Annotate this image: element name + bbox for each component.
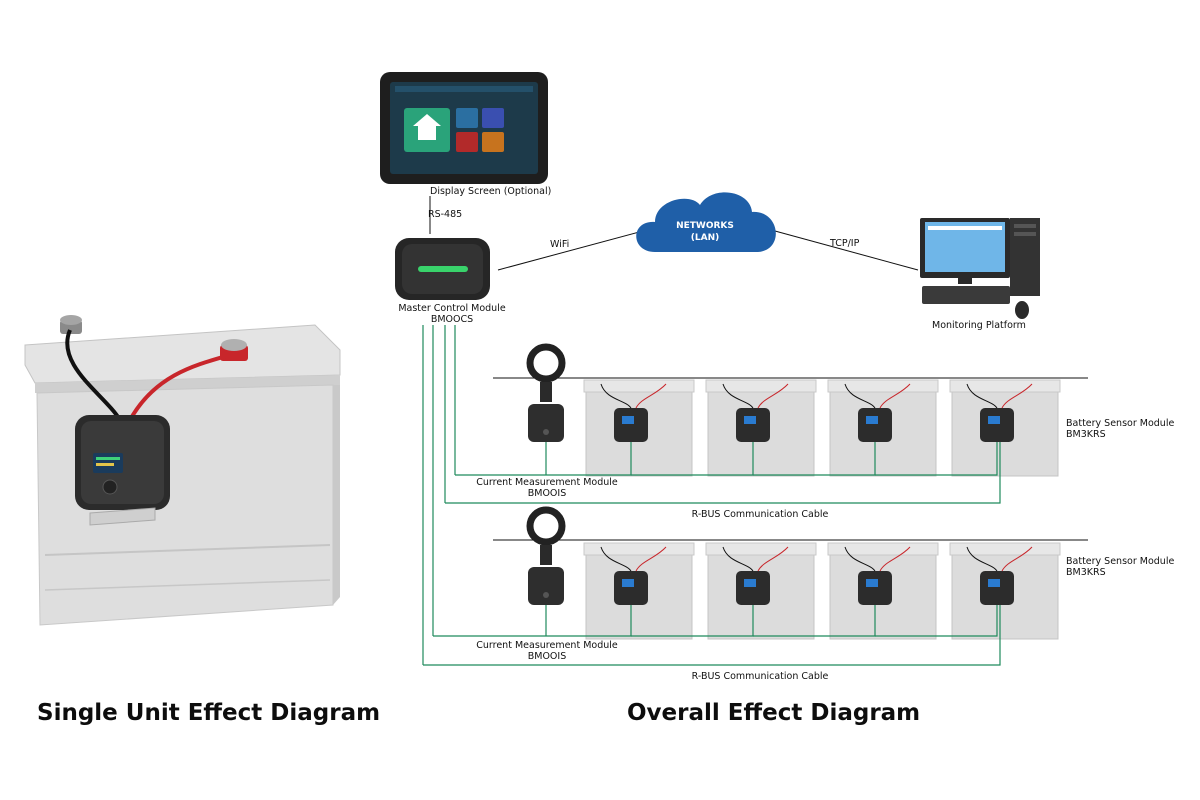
sensor-module-model-row-2: BM3KRS	[1066, 567, 1106, 578]
battery-group-row-2	[583, 542, 1061, 640]
current-module-model-row-2: BMOOIS	[527, 651, 567, 662]
overall-title: Overall Effect Diagram	[627, 700, 921, 726]
sensor-module-model-row-1: BM3KRS	[1066, 429, 1106, 440]
current-clamp-icon	[526, 343, 566, 442]
cloud-label-1: NETWORKS	[676, 221, 734, 231]
monitoring-platform-label: Monitoring Platform	[932, 320, 1026, 331]
network-cloud-icon	[636, 192, 776, 252]
master-module-name: Master Control Module	[398, 303, 506, 314]
battery-group-row-1	[583, 379, 1061, 477]
current-clamp-icon	[526, 506, 566, 605]
single-battery-illustration	[24, 315, 341, 626]
sensor-module-name-row-1: Battery Sensor Module	[1066, 418, 1175, 429]
row-1	[445, 343, 1088, 504]
rs485-label: RS-485	[428, 209, 463, 220]
rbus-cable-label-row-1: R-BUS Communication Cable	[691, 509, 829, 520]
wifi-label: WiFi	[550, 239, 570, 250]
sensor-module-name-row-2: Battery Sensor Module	[1066, 556, 1175, 567]
rbus-cable-label-row-2: R-BUS Communication Cable	[691, 671, 829, 682]
monitoring-computer-icon	[920, 218, 1040, 319]
single-unit-title: Single Unit Effect Diagram	[37, 700, 381, 726]
current-module-name-row-2: Current Measurement Module	[476, 640, 618, 651]
tcpip-label: TCP/IP	[830, 238, 860, 249]
display-caption: Display Screen (Optional)	[430, 186, 552, 197]
master-module-model: BMOOCS	[430, 314, 474, 325]
current-module-name-row-1: Current Measurement Module	[476, 477, 618, 488]
master-control-module-icon	[395, 238, 490, 300]
single-unit-battery	[15, 305, 345, 635]
cloud-label-2: (LAN)	[691, 233, 719, 243]
current-module-model-row-1: BMOOIS	[527, 488, 567, 499]
display-screen-icon	[380, 72, 548, 184]
row-2	[423, 506, 1088, 666]
